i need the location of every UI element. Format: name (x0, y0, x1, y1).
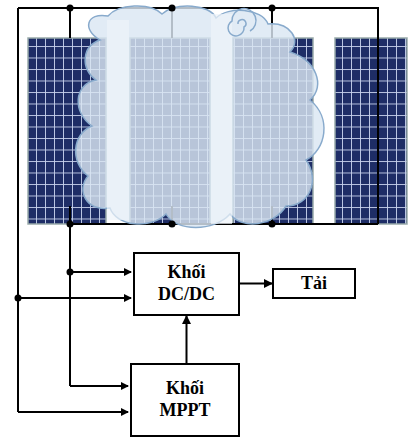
cloud-swirl (228, 9, 256, 36)
cloud-strips (107, 14, 232, 224)
cloud (76, 6, 324, 228)
box-label: Khối DC/DC (158, 262, 215, 305)
box-label: Tải (301, 273, 327, 295)
load-box: Tải (272, 268, 356, 299)
process-box: Khối DC/DC (133, 252, 240, 316)
signal-arrow (240, 283, 272, 285)
box-label: Khối MPPT (160, 378, 211, 421)
signal-arrow (186, 316, 188, 363)
process-box: Khối MPPT (130, 363, 240, 437)
